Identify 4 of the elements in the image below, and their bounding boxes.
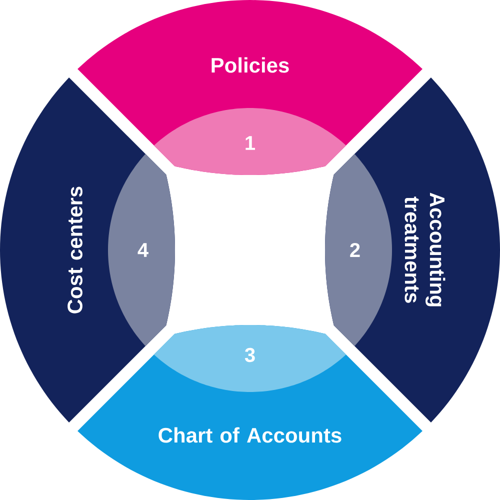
number-lens: 4 [108,154,175,346]
number-lens: 1 [154,108,346,175]
number-lens: 3 [154,325,346,392]
number-lens: 2 [325,154,392,346]
